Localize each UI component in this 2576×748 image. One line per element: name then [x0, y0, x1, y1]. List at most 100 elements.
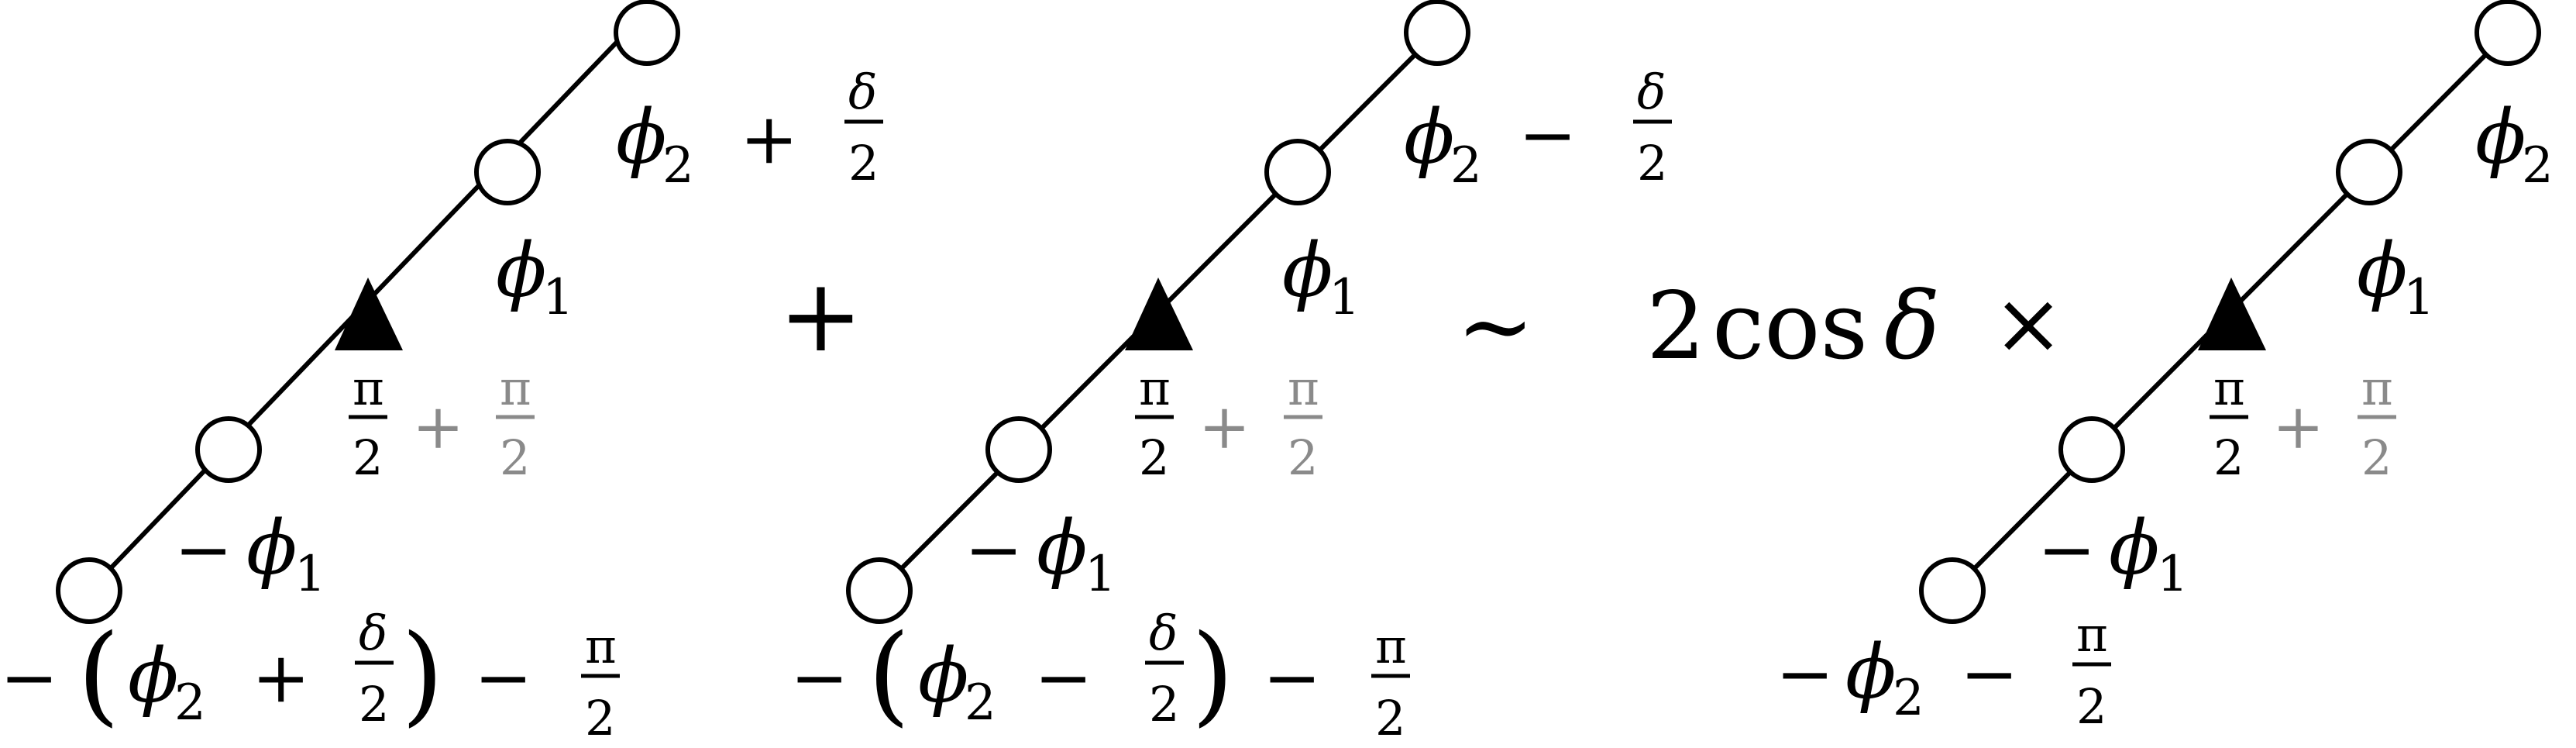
- fraction-numerator: π: [585, 618, 617, 674]
- minus-sign: −: [790, 637, 848, 719]
- subscript: 2: [662, 137, 694, 195]
- coefficient-delta: δ: [1884, 273, 1940, 381]
- label-bottom: − ( ϕ 2 + δ 2 ) − π 2: [0, 605, 620, 746]
- node-triangle: [335, 277, 403, 350]
- label-low: − ϕ 1: [965, 505, 1116, 603]
- chain-diagram-1: ϕ 2 + δ 2 ϕ 1 π 2 + π 2 − ϕ 1: [0, 0, 883, 746]
- node-circle-top: [614, 0, 680, 66]
- fraction-numerator: π: [2361, 360, 2393, 416]
- label-bottom: − ( ϕ 2 − δ 2 ) − π 2: [790, 605, 1410, 746]
- node-circle-top: [2475, 0, 2541, 66]
- fraction-numerator: π: [2213, 360, 2245, 416]
- fraction-numerator: π: [1375, 618, 1407, 674]
- plus-sign: +: [2272, 391, 2324, 463]
- fraction-numerator: π: [2076, 606, 2108, 663]
- subscript: 1: [1085, 546, 1116, 603]
- subscript: 2: [2522, 137, 2554, 195]
- fraction-denominator: 2: [848, 135, 879, 191]
- node-circle-bottom: [1919, 557, 1986, 624]
- node-circle-mid: [474, 139, 541, 205]
- phi-symbol: ϕ: [1404, 94, 1454, 181]
- fraction-denominator: 2: [359, 676, 389, 732]
- subscript: 2: [1450, 137, 1482, 195]
- coefficient-cos: cos: [1712, 273, 1868, 381]
- operator: −: [1034, 637, 1092, 719]
- label-top: ϕ 2 + δ 2: [616, 64, 883, 195]
- subscript: 1: [2403, 269, 2435, 326]
- chain-diagram-3: ϕ 2 ϕ 1 π 2 + π 2 − ϕ 1 − ϕ 2 − π: [1776, 0, 2554, 735]
- left-paren: (: [77, 612, 120, 738]
- phi-symbol: ϕ: [1037, 505, 1087, 591]
- fraction-denominator: 2: [585, 690, 615, 746]
- fraction-denominator: 2: [1149, 676, 1179, 732]
- label-triangle: π 2 + π 2: [1135, 360, 1322, 486]
- phi-symbol: ϕ: [1282, 227, 1333, 314]
- phi-symbol: ϕ: [2109, 505, 2159, 591]
- label-top: ϕ 2: [2475, 94, 2554, 195]
- node-triangle: [1125, 277, 1193, 350]
- label-top: ϕ 2 − δ 2: [1404, 64, 1672, 195]
- node-circle-top: [1404, 0, 1470, 66]
- label-mid: ϕ 1: [2357, 227, 2435, 326]
- node-circle-low: [985, 416, 1052, 483]
- node-circle-low: [195, 416, 262, 483]
- subscript: 1: [1329, 269, 1360, 326]
- subscript: 2: [1893, 670, 1924, 727]
- fraction-numerator: π: [353, 360, 384, 416]
- fraction-denominator: 2: [1288, 429, 1318, 486]
- tilde-operator: ∼: [1457, 273, 1535, 381]
- phi-symbol: ϕ: [128, 633, 178, 719]
- subscript: 1: [2157, 546, 2189, 603]
- fraction-denominator: 2: [2213, 429, 2244, 486]
- label-low: − ϕ 1: [2038, 505, 2189, 603]
- fraction-denominator: 2: [2076, 678, 2107, 735]
- fraction-numerator: π: [1139, 360, 1171, 416]
- fraction-denominator: 2: [1375, 690, 1405, 746]
- operator: +: [252, 637, 310, 719]
- plus-sign: +: [412, 391, 464, 463]
- plus-sign: +: [1199, 391, 1250, 463]
- subscript: 2: [174, 674, 206, 732]
- node-triangle: [2198, 277, 2266, 350]
- label-mid: ϕ 1: [496, 227, 574, 326]
- minus-sign: −: [965, 509, 1023, 591]
- phi-symbol: ϕ: [2357, 227, 2407, 314]
- right-paren: ): [401, 612, 444, 738]
- fraction-denominator: 2: [353, 429, 383, 486]
- chain-diagram-2: ϕ 2 − δ 2 ϕ 1 π 2 + π 2 − ϕ 1 − (: [790, 0, 1672, 746]
- subscript: 1: [294, 546, 326, 603]
- fraction-numerator: δ: [359, 605, 387, 661]
- minus-sign: −: [174, 509, 232, 591]
- phi-symbol: ϕ: [1845, 629, 1896, 715]
- fraction-numerator: δ: [1637, 64, 1666, 120]
- fraction-numerator: δ: [1149, 605, 1178, 661]
- minus-sign: −: [0, 637, 58, 719]
- minus-sign: −: [1960, 633, 2018, 715]
- operator: +: [740, 98, 798, 180]
- fraction-numerator: π: [500, 360, 531, 416]
- phi-symbol: ϕ: [496, 227, 546, 314]
- label-mid: ϕ 1: [1282, 227, 1360, 326]
- fraction-denominator: 2: [2361, 429, 2392, 486]
- node-circle-bottom: [846, 557, 913, 624]
- phi-symbol: ϕ: [2475, 94, 2526, 181]
- minus-sign: −: [2038, 509, 2096, 591]
- left-paren: (: [868, 612, 910, 738]
- fraction-denominator: 2: [1637, 135, 1667, 191]
- minus-sign: −: [474, 637, 532, 719]
- label-low: − ϕ 1: [174, 505, 326, 603]
- phi-symbol: ϕ: [246, 505, 297, 591]
- fraction-numerator: π: [1288, 360, 1319, 416]
- fraction-numerator: δ: [848, 64, 877, 120]
- phi-symbol: ϕ: [616, 94, 666, 181]
- minus-sign: −: [1263, 637, 1321, 719]
- times-operator: ×: [1993, 274, 2064, 373]
- node-circle-low: [2058, 416, 2125, 483]
- label-triangle: π 2 + π 2: [349, 360, 535, 486]
- fraction-denominator: 2: [1139, 429, 1169, 486]
- minus-sign: −: [1776, 633, 1834, 715]
- coefficient-two: 2: [1646, 273, 1705, 381]
- coefficient: 2 cos δ ×: [1646, 273, 2064, 381]
- fraction-denominator: 2: [500, 429, 530, 486]
